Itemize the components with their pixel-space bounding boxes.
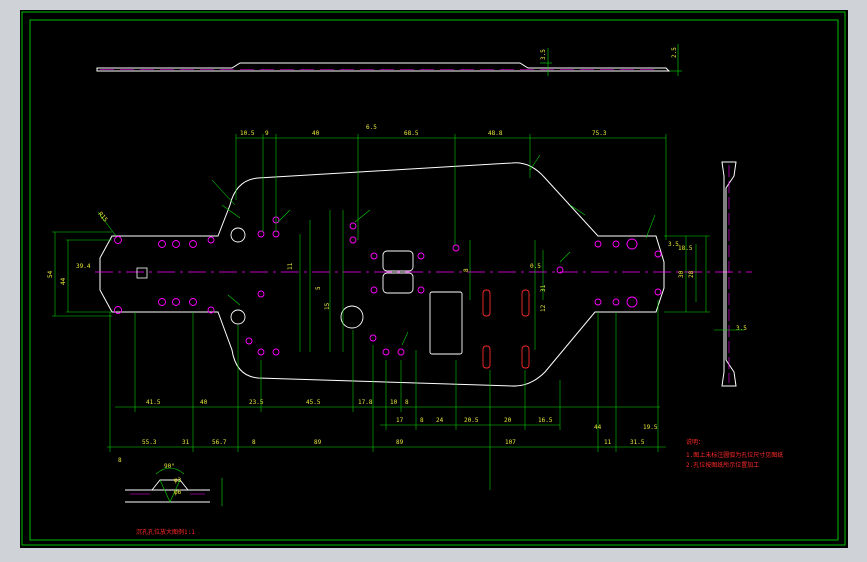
cutout-rect: [429, 291, 463, 355]
dim-bot-b6: 16.5: [538, 417, 553, 424]
outer-frame: [21, 11, 846, 546]
dim-bot-a5: 17.8: [358, 399, 373, 406]
slot-small-left: [136, 267, 148, 279]
dim-bot-a2: 40: [200, 399, 208, 406]
side-profile-dim-1: 3.5: [540, 49, 547, 60]
dim-bot-c10: 8: [118, 457, 122, 464]
dim-bot-c9: 31.5: [630, 439, 645, 446]
dim-misc-3: 15: [324, 302, 331, 310]
cutout-round-large: [340, 305, 364, 329]
notes-line-1: 1.图上未标注圆弧为孔位尺寸见图纸: [686, 451, 783, 459]
dim-bot-a3: 23.5: [249, 399, 264, 406]
dim-top-3: 40: [312, 130, 320, 137]
notes-line-2: 2.孔位按图纸所示位置加工: [686, 461, 759, 469]
detail-caption: 沉孔孔位放大图例1:1: [136, 528, 195, 536]
dim-bot-a4: 45.5: [306, 399, 321, 406]
dim-bot-c6: 89: [396, 439, 404, 446]
dim-top-6: 48.8: [488, 130, 503, 137]
dim-bot-c7: 107: [505, 439, 516, 446]
dim-bot-c2: 31: [182, 439, 190, 446]
dim-misc-4: 12: [540, 304, 547, 312]
dim-misc-5: 8: [463, 268, 470, 272]
detail-angle: 90°: [164, 463, 175, 470]
cutout-battery-mid: [382, 272, 414, 294]
dim-right-4: 18.5: [678, 245, 693, 252]
side-profile-outline: [96, 62, 671, 72]
cutout-round-left-bot: [230, 309, 246, 325]
drawing-sheet: [20, 10, 848, 548]
dim-top-1: 10.5: [240, 130, 255, 137]
dim-misc-7: 5: [315, 286, 322, 290]
dim-bot-c5: 89: [314, 439, 322, 446]
side-profile-view: 3.5 2.5: [96, 44, 682, 76]
dim-right-3: 28: [688, 270, 695, 278]
chassis-plate-plan: [95, 162, 752, 387]
plate-outline: [99, 162, 665, 387]
dim-bot-b5: 20: [504, 417, 512, 424]
slot-group: [482, 289, 530, 369]
dim-bot-b7: 44: [594, 424, 602, 431]
dim-top-5: 68.5: [404, 130, 419, 137]
inner-frame: [29, 19, 839, 541]
dim-bot-a1: 41.5: [146, 399, 161, 406]
end-profile-view: [714, 161, 744, 387]
notes-block: 说明： 1.图上未标注圆弧为孔位尺寸见图纸 2.孔位按图纸所示位置加工: [686, 438, 783, 469]
dim-misc-2: 11: [287, 262, 294, 270]
dim-bot-c8: 11: [604, 439, 612, 446]
dim-bot-c1: 55.3: [142, 439, 157, 446]
dim-top-4: 6.5: [366, 124, 377, 131]
end-profile-outline: [721, 161, 737, 387]
cutout-round-left-top: [230, 227, 246, 243]
dim-bot-c4: 8: [252, 439, 256, 446]
dim-bot-b8: 19.5: [643, 424, 658, 431]
dim-bot-a6: 10: [390, 399, 398, 406]
dim-bot-b3: 24: [436, 417, 444, 424]
notes-title: 说明：: [686, 438, 704, 446]
side-profile-dim-2: 2.5: [671, 47, 678, 58]
dim-right-2: 30: [678, 270, 685, 278]
dim-bot-b1: 17: [396, 417, 404, 424]
countersink-detail: 90° φ3 φ6 沉孔孔位放大图例1:1: [125, 463, 223, 536]
detail-phi-top: φ3: [174, 477, 182, 484]
dimension-texts: 10.5 9 40 6.5 68.5 48.8 75.3 41.5 40 23.…: [47, 124, 747, 464]
dim-left-2: 44: [60, 277, 67, 285]
dim-top-2: 9: [265, 130, 269, 137]
dim-left-3: 39.4: [76, 263, 91, 270]
detail-phi-bottom: φ6: [174, 489, 182, 496]
dim-misc-6: 31: [540, 284, 547, 292]
dim-bot-c3: 56.7: [212, 439, 227, 446]
dim-bot-a7: 8: [405, 399, 409, 406]
cutout-battery-top: [382, 250, 414, 272]
dim-right-1: 3.5: [668, 241, 679, 248]
dim-bot-b2: 8: [420, 417, 424, 424]
dimension-lines: [52, 134, 710, 490]
dim-left-1: 54: [47, 270, 54, 278]
dim-right-5: 3.5: [736, 325, 747, 332]
dim-top-7: 75.3: [592, 130, 607, 137]
dim-misc-1: 0.5: [530, 263, 541, 270]
dim-bot-b4: 20.5: [464, 417, 479, 424]
